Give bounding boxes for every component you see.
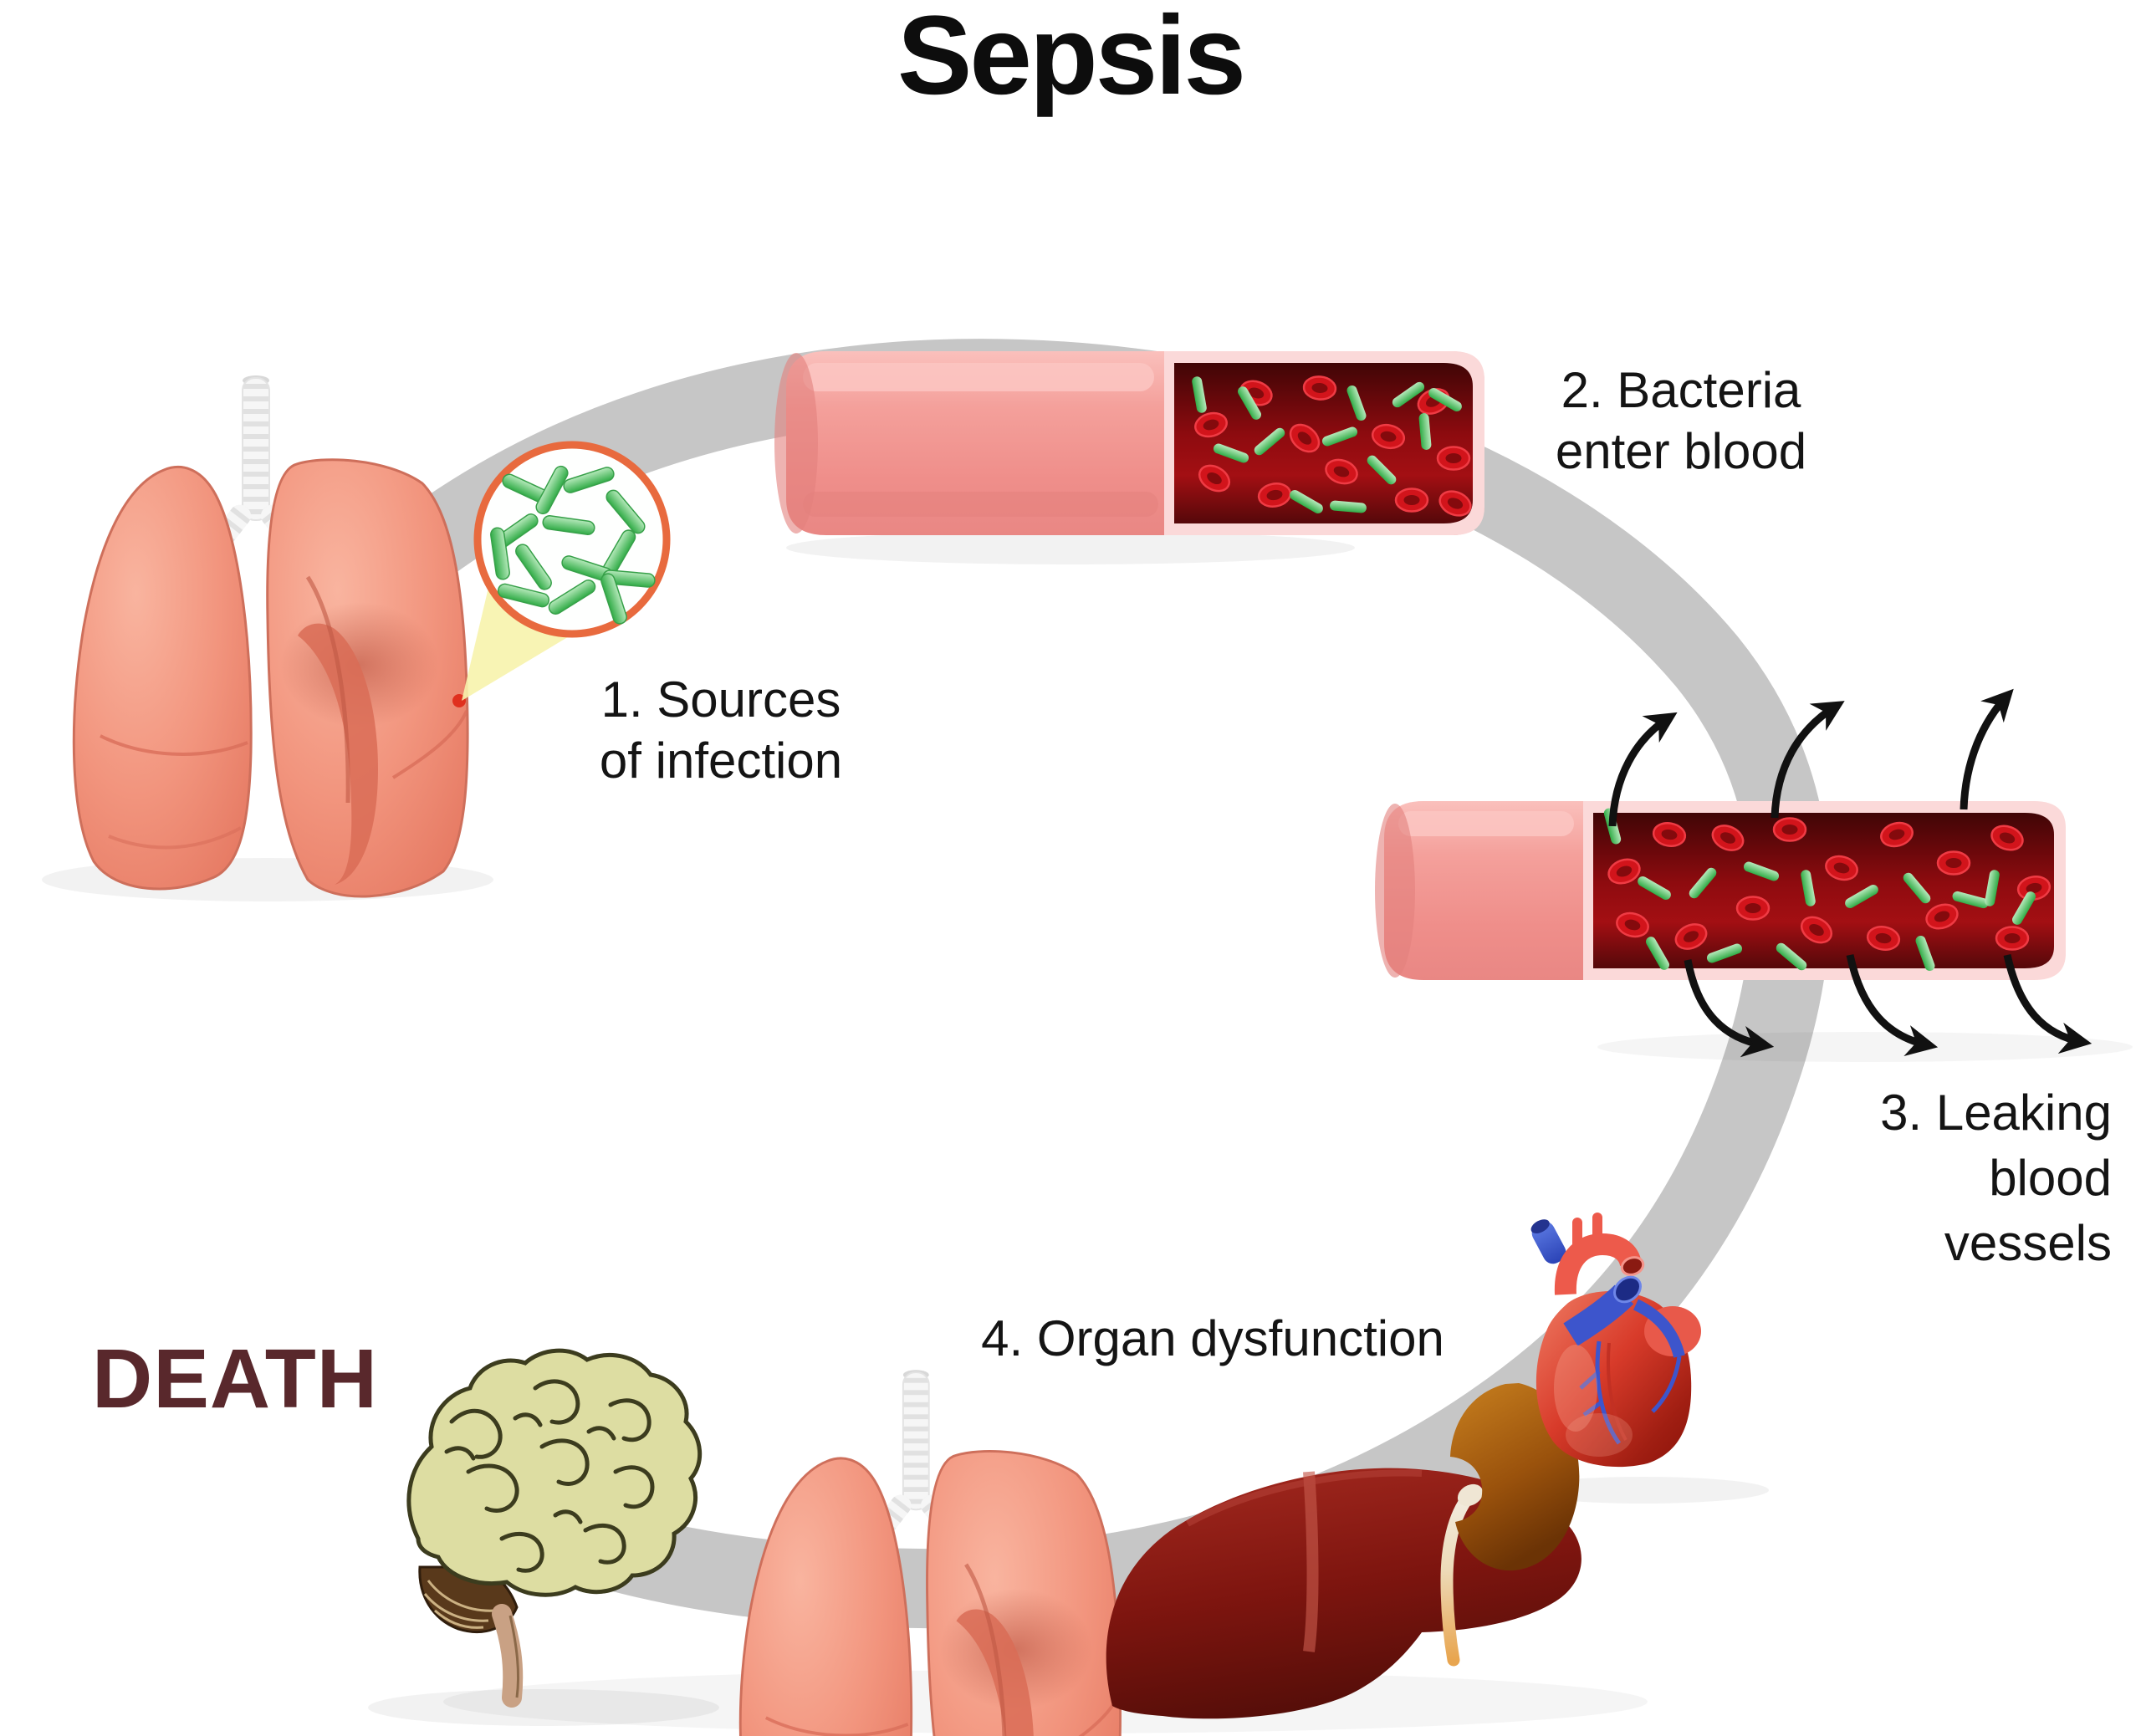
page-title: Sepsis — [897, 0, 1246, 118]
organ-dysfunction-illustrations — [406, 1213, 1701, 1736]
brain-icon — [406, 1348, 703, 1708]
heart-icon — [1530, 1213, 1701, 1468]
step4-label: 4. Organ dysfunction — [981, 1310, 1444, 1366]
rbc-icon — [1772, 817, 1807, 842]
death-label: DEATH — [92, 1332, 379, 1426]
step1-label: 1. Sources of infection — [599, 671, 843, 789]
leak-arrow-up-icon — [1960, 688, 2014, 810]
leak-arrow-down-icon — [1684, 959, 1775, 1058]
leak-arrows — [1608, 688, 2092, 1058]
rbc-icon — [1936, 850, 1971, 876]
leaking-vessel-illustration — [1375, 688, 2092, 1058]
rbc-icon — [1436, 446, 1471, 471]
lungs-icon — [74, 375, 468, 896]
leak-arrow-down-icon — [1846, 954, 1939, 1057]
step3-label: 3. Leaking blood vessels — [1880, 1085, 2112, 1271]
leak-arrow-down-icon — [2003, 954, 2092, 1054]
blood-vessel-bacteria-illustration — [774, 351, 1484, 535]
lungs-icon — [740, 1370, 1120, 1736]
lungs-infection-illustration — [74, 375, 671, 896]
rbc-icon — [1394, 488, 1429, 513]
leak-arrow-up-icon — [1608, 712, 1678, 827]
rbc-icon — [1995, 926, 2030, 951]
bacteria-magnifier-circle — [473, 441, 671, 638]
step2-label: 2. Bacteria enter blood — [1555, 362, 1807, 480]
rbc-icon — [1735, 896, 1771, 921]
leak-arrow-up-icon — [1771, 701, 1845, 819]
